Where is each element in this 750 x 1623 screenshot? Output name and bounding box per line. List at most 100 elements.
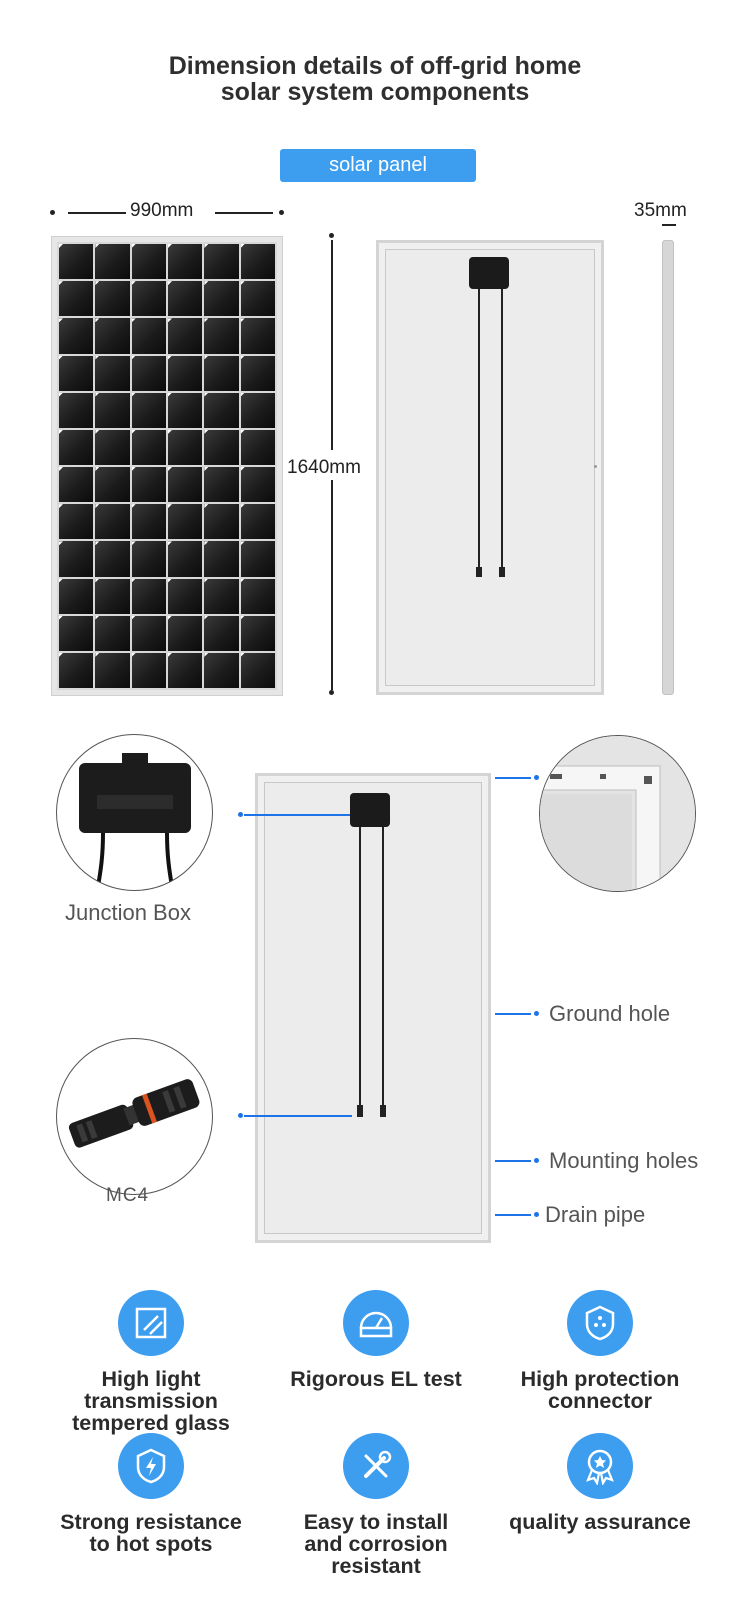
solar-cell: [204, 652, 239, 688]
width-dim-dot-left: [50, 210, 55, 215]
detail-cable-left: [359, 827, 361, 1107]
solar-cell-grid: [57, 242, 277, 690]
solar-panel-back: [376, 240, 604, 695]
solar-cell: [204, 392, 239, 428]
page-title-line-2: solar system components: [220, 78, 530, 106]
cable-left: [478, 289, 480, 569]
frame-corner-photo: [539, 735, 696, 892]
el-test-gauge-icon: [343, 1290, 409, 1356]
solar-panel-back-detail: [255, 773, 491, 1243]
feature-label-quality-assurance: quality assurance: [509, 1510, 691, 1534]
solar-cell: [59, 615, 94, 651]
solar-cell: [240, 504, 275, 540]
solar-cell: [95, 392, 130, 428]
solar-cell: [59, 281, 94, 317]
solar-cell: [59, 467, 94, 503]
solar-cell: [167, 615, 203, 651]
medal-icon: [567, 1433, 633, 1499]
mounting-holes-label: Mounting holes: [549, 1148, 699, 1173]
solar-panel-badge: solar panel: [280, 149, 476, 182]
junction-box-photo: [56, 734, 213, 891]
solar-cell: [59, 244, 94, 280]
solar-cell: [95, 429, 130, 465]
frame-corner-closeup-icon: [540, 736, 695, 891]
width-dim-dot-right: [279, 210, 284, 215]
solar-cell: [167, 281, 203, 317]
mc4-callout-line: [244, 1115, 352, 1117]
solar-cell: [95, 467, 130, 503]
tempered-glass-icon: [118, 1290, 184, 1356]
back-panel-inner: [385, 249, 595, 686]
solar-cell: [240, 429, 275, 465]
ground-hole-callout-line: [495, 1013, 531, 1015]
solar-cell: [240, 615, 275, 651]
solar-cell: [59, 652, 94, 688]
solar-cell: [240, 318, 275, 354]
height-dimension-label: 1640mm: [287, 457, 361, 479]
thickness-dimension-label: 35mm: [634, 200, 687, 221]
junction-box-label: Junction Box: [65, 900, 191, 925]
solar-cell: [204, 615, 239, 651]
solar-cell: [59, 578, 94, 614]
ground-hole-dot: [594, 465, 597, 468]
thickness-dim-line: [662, 224, 676, 226]
solar-cell: [59, 541, 94, 577]
solar-cell: [59, 318, 94, 354]
solar-cell: [95, 504, 130, 540]
solar-cell: [131, 318, 166, 354]
solar-cell: [204, 578, 239, 614]
junction-box-callout-line: [244, 814, 350, 816]
solar-cell: [167, 652, 203, 688]
solar-cell: [95, 615, 130, 651]
back-detail-inner: [264, 782, 482, 1234]
height-dim-line-top: [331, 240, 333, 450]
solar-cell: [167, 355, 203, 391]
solar-cell: [204, 467, 239, 503]
solar-cell: [167, 392, 203, 428]
solar-cell: [95, 244, 130, 280]
mc4-connector-icon: [68, 1079, 200, 1148]
solar-cell: [59, 429, 94, 465]
cable-right: [501, 289, 503, 569]
solar-cell: [131, 578, 166, 614]
solar-cell: [95, 578, 130, 614]
solar-cell: [131, 281, 166, 317]
mounting-holes-callout-dot: [534, 1158, 539, 1163]
solar-cell: [131, 429, 166, 465]
solar-cell: [240, 281, 275, 317]
solar-cell: [59, 504, 94, 540]
feature-label-protection-connector: High protection connector: [520, 1367, 680, 1413]
connector-right: [499, 567, 505, 577]
solar-cell: [95, 355, 130, 391]
detail-connector-left: [357, 1105, 363, 1117]
solar-panel-side-profile: [662, 240, 674, 695]
solar-cell: [131, 652, 166, 688]
shield-connector-icon: [567, 1290, 633, 1356]
solar-cell: [131, 504, 166, 540]
solar-cell: [240, 467, 275, 503]
mc4-photo: [56, 1038, 213, 1195]
ground-hole-label: Ground hole: [549, 1001, 671, 1026]
detail-connector-right: [380, 1105, 386, 1117]
junction-box-callout-dot: [238, 812, 243, 817]
junction-box-icon: [469, 257, 509, 289]
solar-cell: [131, 244, 166, 280]
solar-cell: [95, 318, 130, 354]
height-dim-dot-bottom: [329, 690, 334, 695]
drain-pipe-callout-dot: [534, 1212, 539, 1217]
feature-label-tempered-glass: High light transmission tempered glass: [72, 1367, 230, 1435]
lightning-shield-icon: [118, 1433, 184, 1499]
solar-cell: [59, 392, 94, 428]
mounting-holes-callout-line: [495, 1160, 531, 1162]
solar-panel-front: [51, 236, 283, 696]
feature-label-el-test: Rigorous EL test: [290, 1367, 462, 1391]
solar-cell: [240, 541, 275, 577]
connector-left: [476, 567, 482, 577]
solar-cell: [59, 355, 94, 391]
width-dimension-label: 990mm: [130, 200, 194, 221]
frame-callout-line: [495, 777, 531, 779]
solar-cell: [240, 355, 275, 391]
mc4-callout-dot: [238, 1113, 243, 1118]
solar-cell: [204, 355, 239, 391]
junction-box-detail-icon: [350, 793, 390, 827]
